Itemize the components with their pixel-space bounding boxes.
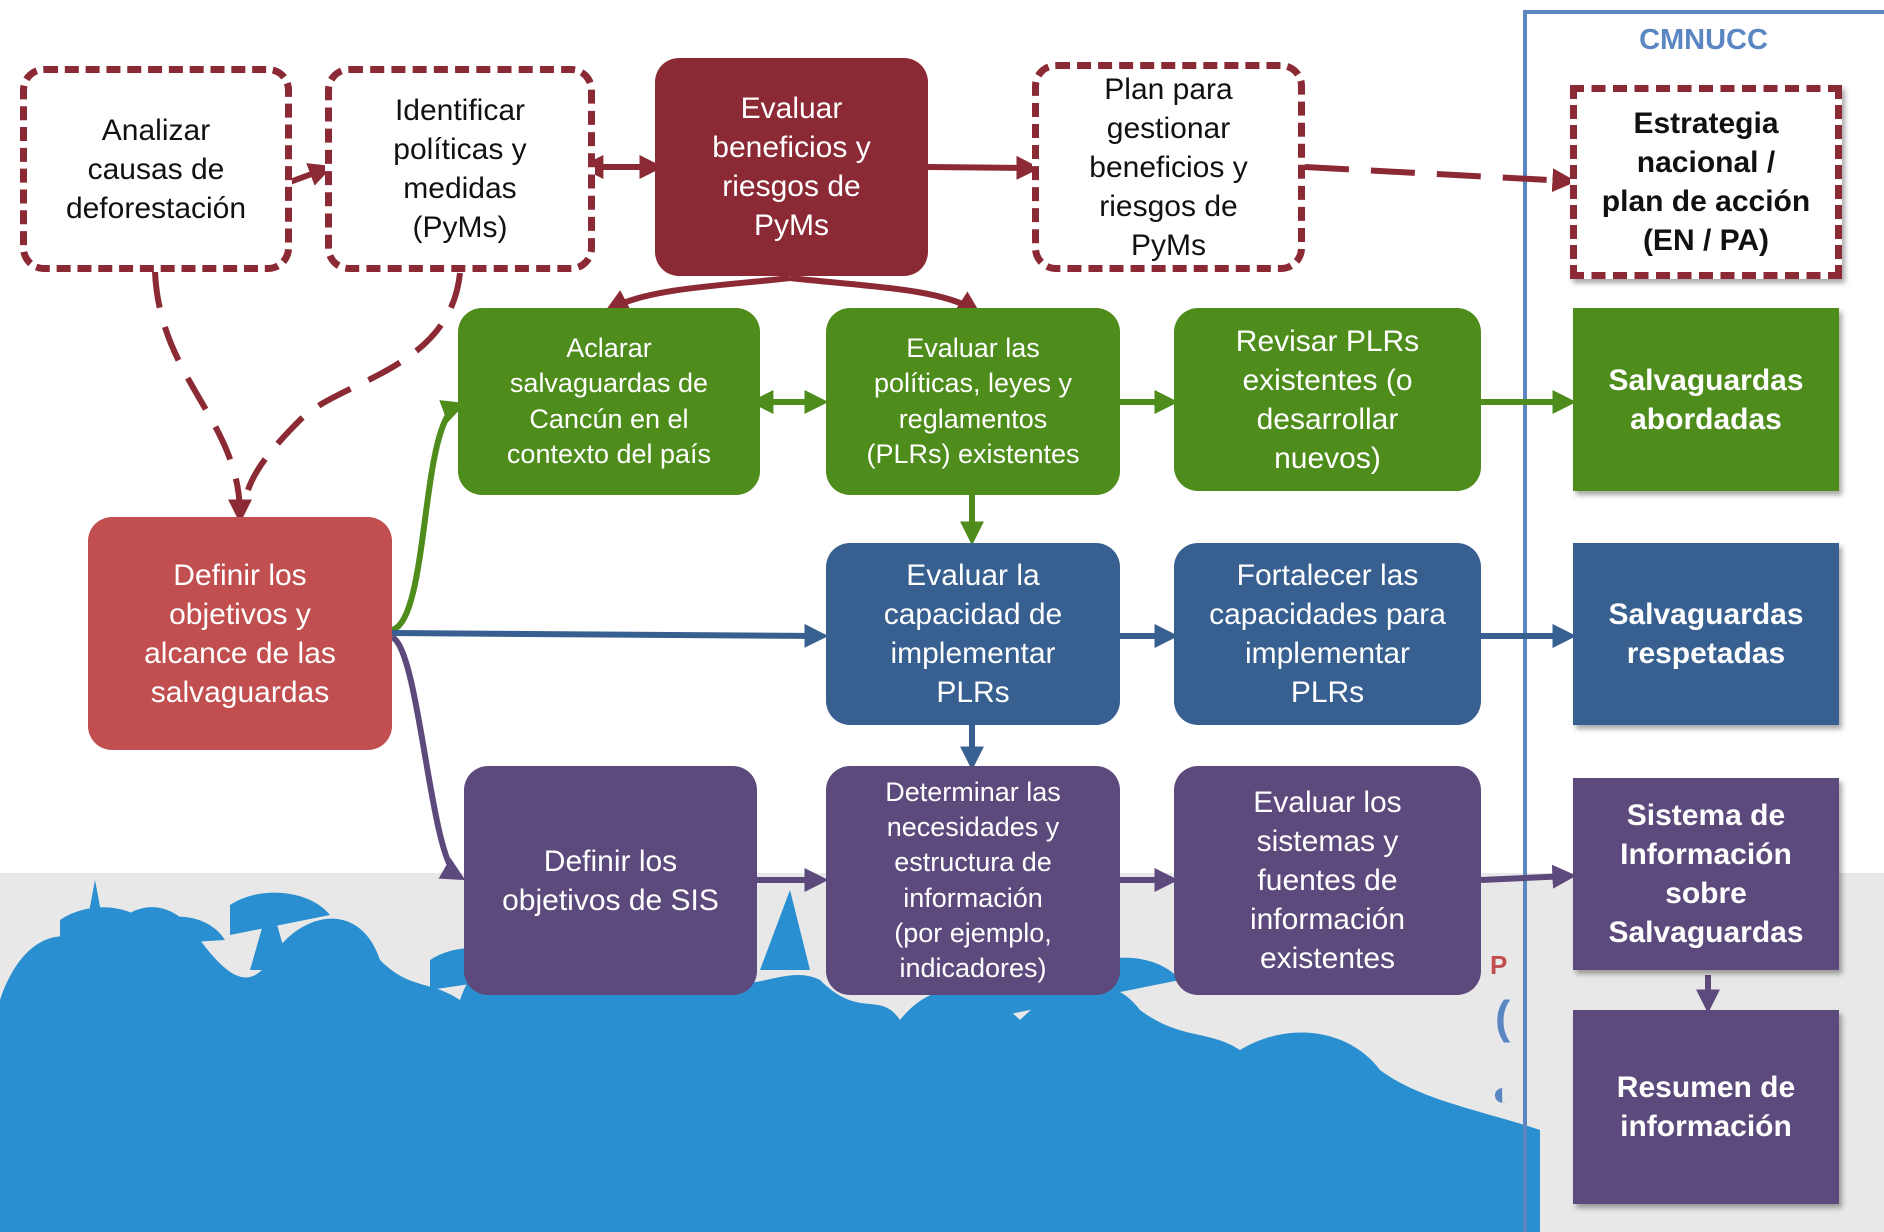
arrow-evaluar-to-sis <box>1480 864 1577 889</box>
box-fortalecer-capacidades-label: Fortalecer las capacidades para implemen… <box>1209 559 1446 709</box>
box-plan-gestionar: Plan para gestionar beneficios y riesgos… <box>1032 62 1305 272</box>
box-revisar-plrs-label: Revisar PLRs existentes (o desarrollar n… <box>1235 324 1420 475</box>
box-aclarar-salvaguardas-label: Aclarar salvaguardas de Cancún en el con… <box>506 333 712 469</box>
box-evaluar-capacidad-label: Evaluar la capacidad de implementar PLRs <box>883 559 1063 709</box>
box-evaluar-beneficios-label: Evaluar beneficios y riesgos de PyMs <box>712 92 871 242</box>
box-evaluar-capacidad: Evaluar la capacidad de implementar PLRs <box>826 543 1120 725</box>
box-salvaguardas-abordadas-label: Salvaguardas abordadas <box>1608 363 1804 436</box>
arrow-definir-to-capacidad <box>391 623 829 648</box>
arrow-analizar-to-definir <box>152 271 252 524</box>
box-salvaguardas-respetadas: Salvaguardas respetadas <box>1573 543 1839 725</box>
box-definir-objetivos: Definir los objetivos y alcance de las s… <box>88 517 392 750</box>
box-salvaguardas-respetadas-label: Salvaguardas respetadas <box>1608 598 1804 670</box>
arrow-identificar-to-definir <box>245 272 463 492</box>
box-definir-sis-label: Definir los objetivos de SIS <box>502 844 719 917</box>
box-estrategia-nacional-label: Estrategia nacional / plan de acción (EN… <box>1601 107 1811 257</box>
logo-fragment-ring: ( <box>1495 991 1511 1043</box>
arrow-plan-to-estrategia <box>1304 164 1577 193</box>
logo-fragment-seal: ◐ <box>1492 1075 1513 1113</box>
arrow-definir-to-sis-objetivos <box>390 634 466 881</box>
logo-fragment: P <box>1490 950 1508 980</box>
box-analizar-causas: Analizar causas de deforestación <box>20 66 292 272</box>
box-resumen-informacion: Resumen de información <box>1573 1010 1839 1204</box>
box-evaluar-plrs-label: Evaluar las políticas, leyes y reglament… <box>866 333 1080 469</box>
box-aclarar-salvaguardas: Aclarar salvaguardas de Cancún en el con… <box>458 308 760 495</box>
box-resumen-informacion-label: Resumen de información <box>1616 1071 1796 1143</box>
box-plan-gestionar-label: Plan para gestionar beneficios y riesgos… <box>1089 72 1248 262</box>
cmnucc-frame <box>1523 10 1884 1232</box>
arrow-evaluar-to-plan <box>927 155 1041 180</box>
box-determinar-necesidades-label: Determinar las necesidades y estructura … <box>885 777 1061 983</box>
box-evaluar-sistemas: Evaluar los sistemas y fuentes de inform… <box>1174 766 1481 995</box>
arrow-evaluar-to-aclarar <box>604 275 791 312</box>
arrow-analizar-to-identificar <box>288 163 333 186</box>
box-sistema-informacion: Sistema de Información sobre Salvaguarda… <box>1573 778 1839 970</box>
box-salvaguardas-abordadas: Salvaguardas abordadas <box>1573 308 1839 491</box>
forest-silhouette <box>0 880 1540 1232</box>
box-revisar-plrs: Revisar PLRs existentes (o desarrollar n… <box>1174 308 1481 491</box>
box-definir-sis: Definir los objetivos de SIS <box>464 766 757 995</box>
box-determinar-necesidades: Determinar las necesidades y estructura … <box>826 766 1120 995</box>
box-identificar-politicas: Identificar políticas y medidas (PyMs) <box>325 66 595 272</box>
box-evaluar-beneficios: Evaluar beneficios y riesgos de PyMs <box>655 58 928 276</box>
arrow-definir-to-aclarar <box>390 400 466 633</box>
cmnucc-title: CMNUCC <box>1639 24 1768 56</box>
box-sistema-informacion-label: Sistema de Información sobre Salvaguarda… <box>1608 799 1804 949</box>
box-estrategia-nacional: Estrategia nacional / plan de acción (EN… <box>1570 85 1842 279</box>
box-identificar-politicas-label: Identificar políticas y medidas (PyMs) <box>393 94 527 244</box>
box-definir-objetivos-label: Definir los objetivos y alcance de las s… <box>144 558 336 709</box>
arrow-evaluar-to-plrs <box>789 275 982 315</box>
box-analizar-causas-label: Analizar causas de deforestación <box>65 113 247 225</box>
box-evaluar-plrs: Evaluar las políticas, leyes y reglament… <box>826 308 1120 495</box>
box-fortalecer-capacidades: Fortalecer las capacidades para implemen… <box>1174 543 1481 725</box>
box-evaluar-sistemas-label: Evaluar los sistemas y fuentes de inform… <box>1249 786 1406 975</box>
